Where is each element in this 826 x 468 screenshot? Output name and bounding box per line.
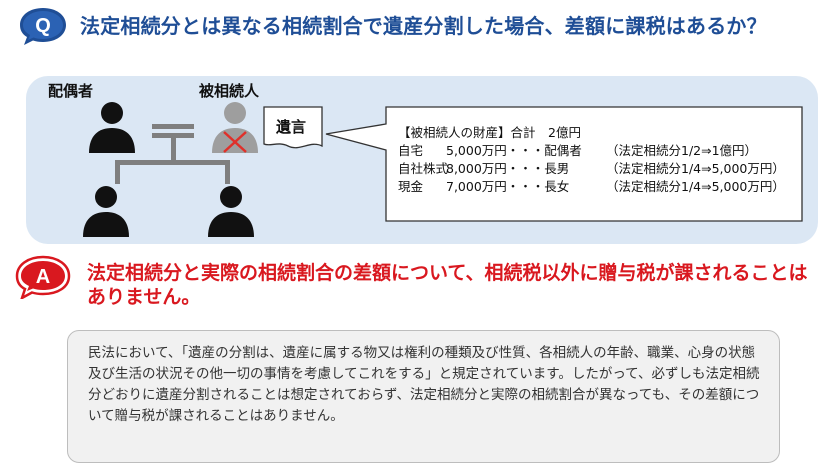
- estate-header: 【被相続人の財産】合計 2億円: [398, 125, 581, 140]
- child2-line: [225, 160, 230, 184]
- estate-value: 5,000万円・・・配偶者: [446, 143, 582, 158]
- estate-statutory: （法定相続分1/4⇒5,000万円）: [606, 161, 785, 176]
- deceased-icon: [212, 102, 258, 153]
- will-document-icon: [263, 106, 323, 149]
- explanation-text: 民法において、「遺産の分割は、遺産に属する物又は権利の種類及び性質、各相続人の年…: [88, 345, 760, 424]
- estate-value: 8,000万円・・・長男: [446, 161, 570, 176]
- estate-statutory: （法定相続分1/4⇒5,000万円）: [606, 179, 785, 194]
- estate-callout: [325, 106, 803, 222]
- explanation-box: [67, 330, 780, 463]
- marriage-line-top: [152, 124, 194, 129]
- deceased-label: 被相続人: [199, 82, 260, 100]
- question-badge-letter: Q: [35, 15, 51, 37]
- estate-asset: 現金: [398, 179, 424, 194]
- children-connector: [115, 160, 230, 165]
- estate-row: 自宅 5,000万円・・・配偶者 （法定相続分1/2⇒1億円）: [398, 142, 785, 160]
- child-daughter-icon: [208, 186, 254, 237]
- descent-line: [171, 138, 176, 162]
- spouse-icon: [89, 102, 135, 153]
- spouse-label: 配偶者: [48, 82, 94, 100]
- child1-line: [115, 160, 120, 184]
- estate-asset: 自宅: [398, 143, 424, 158]
- answer-text: 法定相続分と実際の相続割合の差額について、相続税以外に贈与税が課されることはあり…: [87, 262, 808, 308]
- will-label: 遺言: [276, 118, 307, 136]
- child-son-icon: [83, 186, 129, 237]
- estate-row: 自社株式 8,000万円・・・長男 （法定相続分1/4⇒5,000万円）: [398, 160, 785, 178]
- estate-value: 7,000万円・・・長女: [446, 179, 570, 194]
- question-badge: Q: [20, 8, 66, 45]
- estate-statutory: （法定相続分1/2⇒1億円）: [606, 143, 758, 158]
- marriage-line-bottom: [152, 133, 194, 138]
- question-title: 法定相続分とは異なる相続割合で遺産分割した場合、差額に課税はあるか？: [80, 14, 767, 38]
- answer-badge-letter: A: [36, 266, 50, 288]
- answer-badge: A: [15, 255, 71, 299]
- estate-row: 現金 7,000万円・・・長女 （法定相続分1/4⇒5,000万円）: [398, 178, 785, 196]
- estate-details: 【被相続人の財産】合計 2億円 自宅 5,000万円・・・配偶者 （法定相続分1…: [398, 124, 785, 196]
- estate-asset: 自社株式: [398, 161, 449, 176]
